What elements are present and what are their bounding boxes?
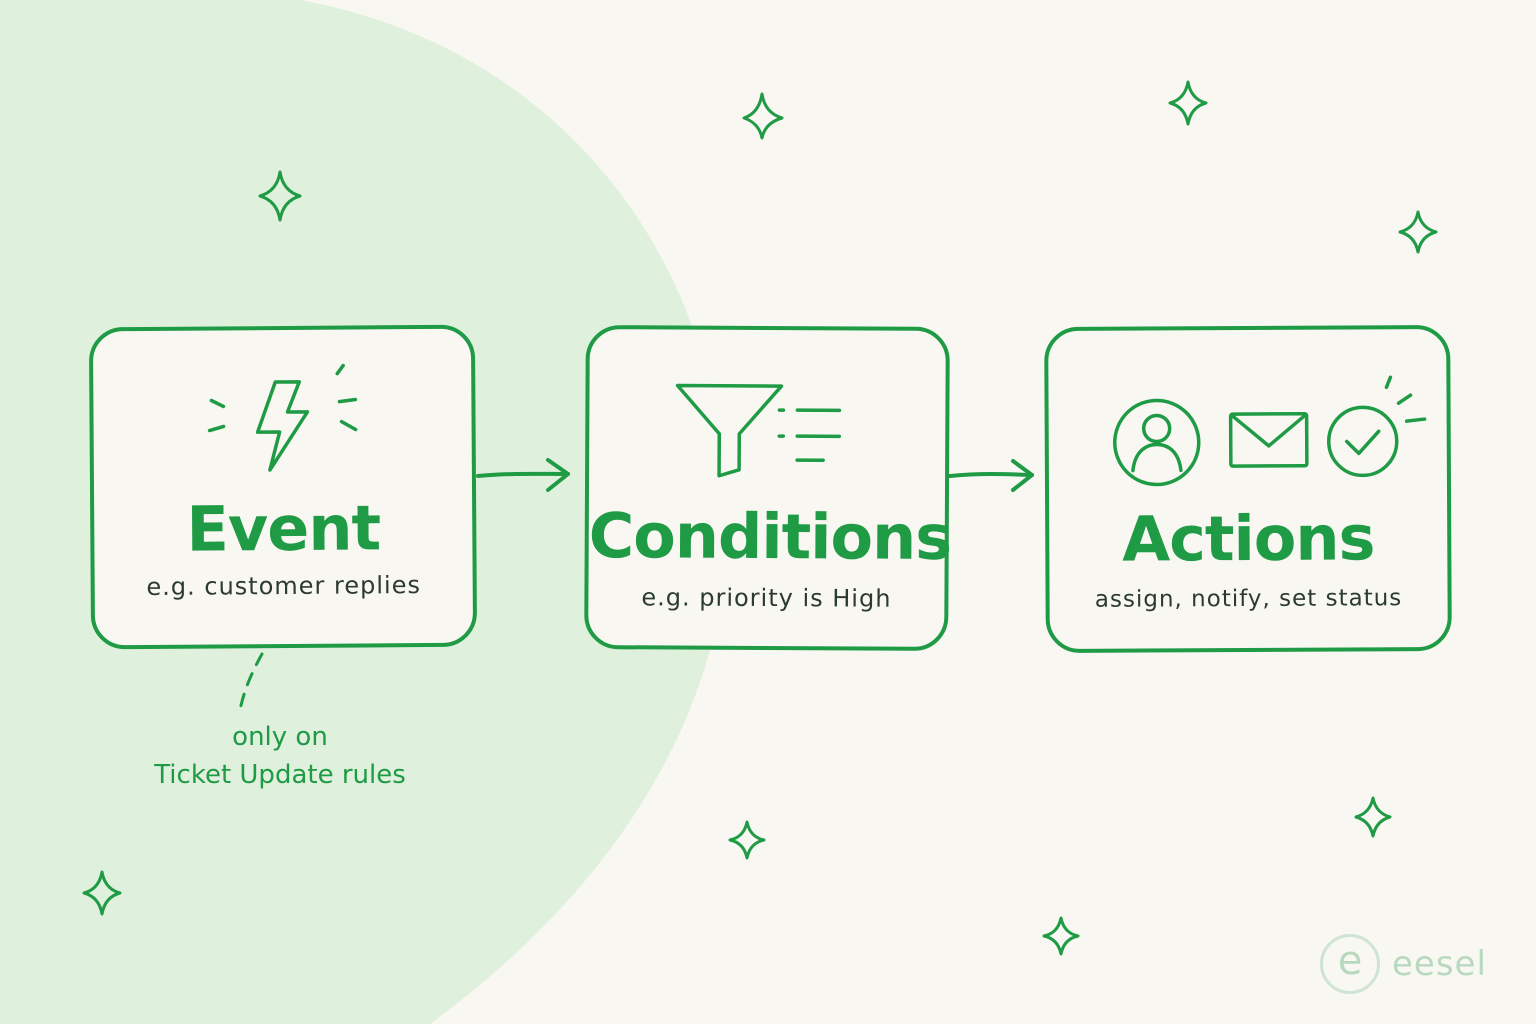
sparkle-icon (1042, 916, 1080, 956)
arrow-event-to-conditions (476, 471, 570, 478)
step-title: Event (186, 491, 381, 566)
step-subtitle: assign, notify, set status (1094, 585, 1403, 613)
sparkle-icon (728, 820, 766, 860)
user-icon (1113, 398, 1201, 487)
lightning-icon (207, 363, 358, 472)
brand-name: eesel (1392, 944, 1487, 984)
brand-mark: e (1337, 938, 1363, 984)
brand-logo-icon: e (1320, 934, 1380, 994)
sparkle-icon (258, 170, 302, 222)
sparkle-icon (1398, 210, 1438, 254)
arrowhead-icon (546, 458, 570, 492)
mail-icon (1228, 411, 1309, 468)
brand-watermark: e eesel (1320, 932, 1487, 996)
note-line: only on (232, 722, 328, 752)
sparkle-icon (1354, 796, 1392, 838)
note-line: Ticket Update rules (154, 760, 406, 790)
annotation-note: only on Ticket Update rules (140, 718, 420, 794)
step-title: Actions (1121, 501, 1375, 576)
step-subtitle: e.g. customer replies (146, 571, 422, 601)
step-event-box: Event e.g. customer replies (88, 324, 478, 650)
check-circle-icon (1327, 375, 1427, 478)
step-subtitle: e.g. priority is High (641, 583, 892, 613)
sparkle-icon (82, 870, 122, 916)
arrow-conditions-to-actions (948, 472, 1034, 478)
sparkle-icon (1168, 80, 1208, 126)
step-actions-box: Actions assign, notify, set status (1044, 324, 1452, 654)
actions-icons (1113, 375, 1427, 487)
dashed-connector (238, 652, 264, 712)
arrowhead-icon (1011, 459, 1034, 492)
filter-icon (675, 383, 842, 478)
step-title: Conditions (588, 499, 952, 574)
step-conditions-box: Conditions e.g. priority is High (584, 325, 952, 651)
sparkle-icon (742, 92, 784, 140)
